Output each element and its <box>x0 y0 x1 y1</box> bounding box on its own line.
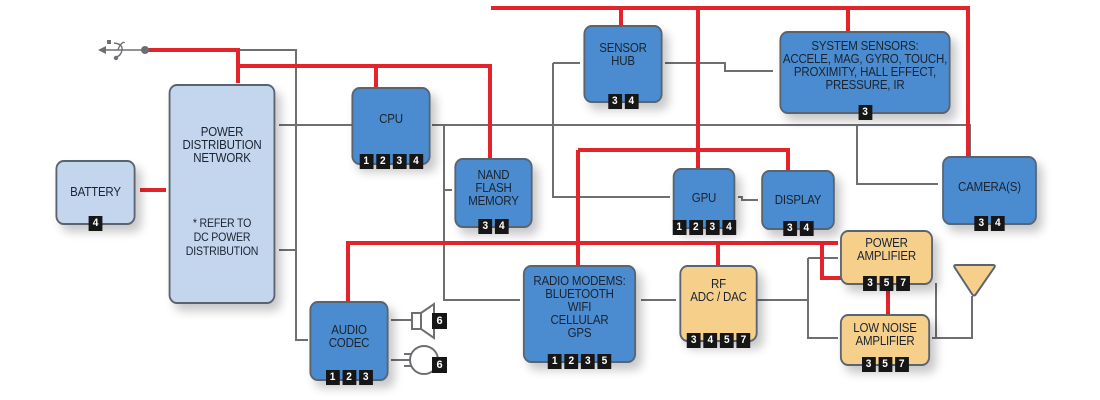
power-line <box>145 48 240 83</box>
nand-label: NAND FLASH MEMORY <box>468 167 519 208</box>
low-noise-amplifier-block[interactable]: LOW NOISE AMPLIFIER 3 5 7 <box>839 314 931 372</box>
signal-line <box>738 196 758 201</box>
signal-line <box>932 283 937 339</box>
sensor-hub-tags: 3 4 <box>585 94 660 109</box>
camera-label: CAMERA(S) <box>958 180 1021 194</box>
tag: 4 <box>494 219 509 234</box>
radio-modems-tags: 1 2 3 5 <box>525 354 634 369</box>
tag: 5 <box>597 354 612 369</box>
battery-label: BATTERY <box>70 185 121 199</box>
tag: 3 <box>858 105 872 120</box>
tag: 4 <box>799 221 814 236</box>
nand-tags: 3 4 <box>456 219 531 234</box>
cpu-block[interactable]: CPU 1 2 3 4 <box>351 87 431 169</box>
signal-line <box>443 125 520 301</box>
signal-line <box>552 63 670 198</box>
tag: 4 <box>721 220 736 235</box>
battery-tags: 4 <box>57 216 133 231</box>
signal-line <box>932 296 973 339</box>
tag: 7 <box>896 276 910 291</box>
tag: 2 <box>375 154 390 169</box>
low-noise-amplifier-tags: 3 5 7 <box>842 357 928 372</box>
power-line <box>578 148 790 170</box>
power-line <box>238 64 492 160</box>
power-distribution-network-block[interactable]: POWER DISTRIBUTION NETWORK * REFER TO DC… <box>168 84 276 304</box>
display-tags: 3 4 <box>763 221 833 236</box>
tag: 3 <box>686 333 701 348</box>
power-line <box>346 241 838 302</box>
tag: 3 <box>782 221 797 236</box>
rf-adc-dac-label: RF ADC / DAC <box>690 276 747 304</box>
signal-line <box>295 190 308 341</box>
camera-tags: 3 4 <box>944 216 1035 231</box>
system-sensors-label: SYSTEM SENSORS: ACCELE, MAG, GYRO, TOUCH… <box>782 38 948 92</box>
gpu-tags: 1 2 3 4 <box>665 220 742 235</box>
power-lines <box>140 6 970 314</box>
tag: 3 <box>607 94 622 109</box>
audio-codec-block[interactable]: AUDIO CODEC 1 2 3 <box>309 301 389 385</box>
cpu-tags: 1 2 3 4 <box>353 154 428 169</box>
nand-flash-memory-block[interactable]: NAND FLASH MEMORY 3 4 <box>454 158 533 234</box>
sensor-hub-block[interactable]: SENSOR HUB 3 4 <box>583 25 663 109</box>
tag: 4 <box>703 333 718 348</box>
usb-icon <box>98 40 149 61</box>
battery-block[interactable]: BATTERY 4 <box>55 160 136 231</box>
rf-adc-dac-tags: 3 4 5 7 <box>681 333 756 348</box>
tag: 3 <box>863 276 877 291</box>
radio-modems-block[interactable]: RADIO MODEMS: BLUETOOTH WIFI CELLULAR GP… <box>522 265 637 369</box>
signal-line <box>856 125 938 185</box>
tag: 5 <box>878 357 892 372</box>
cpu-label: CPU <box>379 111 403 126</box>
gpu-label: GPU <box>691 191 717 205</box>
tag: 4 <box>990 216 1005 231</box>
audio-codec-label: AUDIO CODEC <box>328 323 370 350</box>
power-amplifier-label: POWER AMPLIFIER <box>856 235 917 263</box>
tag: 5 <box>879 276 894 291</box>
power-amplifier-tags: 3 5 7 <box>842 276 931 291</box>
tag: 4 <box>88 216 103 231</box>
tag: 3 <box>580 354 595 369</box>
tag: 1 <box>325 370 340 385</box>
signal-line <box>665 62 773 72</box>
antenna-icon <box>953 264 996 297</box>
speaker-tag: 6 <box>432 313 447 329</box>
camera-block[interactable]: CAMERA(S) 3 4 <box>942 156 1037 231</box>
pdn-note: * REFER TO DC POWER DISTRIBUTION <box>185 218 259 258</box>
tag: 7 <box>894 357 909 372</box>
tag: 3 <box>478 219 493 234</box>
power-line <box>491 6 970 160</box>
microphone-tag: 6 <box>432 357 447 373</box>
tag: 5 <box>719 333 734 348</box>
radio-modems-label: RADIO MODEMS: BLUETOOTH WIFI CELLULAR GP… <box>533 273 626 340</box>
gpu-block[interactable]: GPU 1 2 3 4 <box>672 168 736 235</box>
tag: 3 <box>392 154 407 169</box>
tag: 1 <box>359 154 374 169</box>
tag: 4 <box>624 94 639 109</box>
system-sensors-block[interactable]: SYSTEM SENSORS: ACCELE, MAG, GYRO, TOUCH… <box>779 31 951 120</box>
tag: 3 <box>358 370 373 385</box>
display-label: DISPLAY <box>774 192 822 207</box>
tag: 2 <box>342 370 356 385</box>
low-noise-amplifier-label: LOW NOISE AMPLIFIER <box>853 321 917 348</box>
pdn-label: POWER DISTRIBUTION NETWORK <box>182 125 262 165</box>
sensor-hub-label: SENSOR HUB <box>599 41 647 68</box>
rf-adc-dac-block[interactable]: RF ADC / DAC 3 4 5 7 <box>679 265 758 348</box>
tag: 2 <box>688 220 703 235</box>
audio-codec-tags: 1 2 3 <box>311 370 386 385</box>
power-amplifier-block[interactable]: POWER AMPLIFIER 3 5 7 <box>840 230 933 291</box>
display-block[interactable]: DISPLAY 3 4 <box>761 170 835 236</box>
speaker-icon <box>411 302 435 340</box>
tag: 4 <box>408 154 423 169</box>
signal-line <box>807 258 838 339</box>
tag: 7 <box>736 333 751 348</box>
tag: 3 <box>974 216 989 231</box>
tag: 1 <box>547 354 562 369</box>
system-sensors-tags: 3 <box>781 105 948 120</box>
tag: 3 <box>705 220 720 235</box>
tag: 2 <box>564 354 579 369</box>
tag: 3 <box>861 357 876 372</box>
tag: 1 <box>672 220 687 235</box>
